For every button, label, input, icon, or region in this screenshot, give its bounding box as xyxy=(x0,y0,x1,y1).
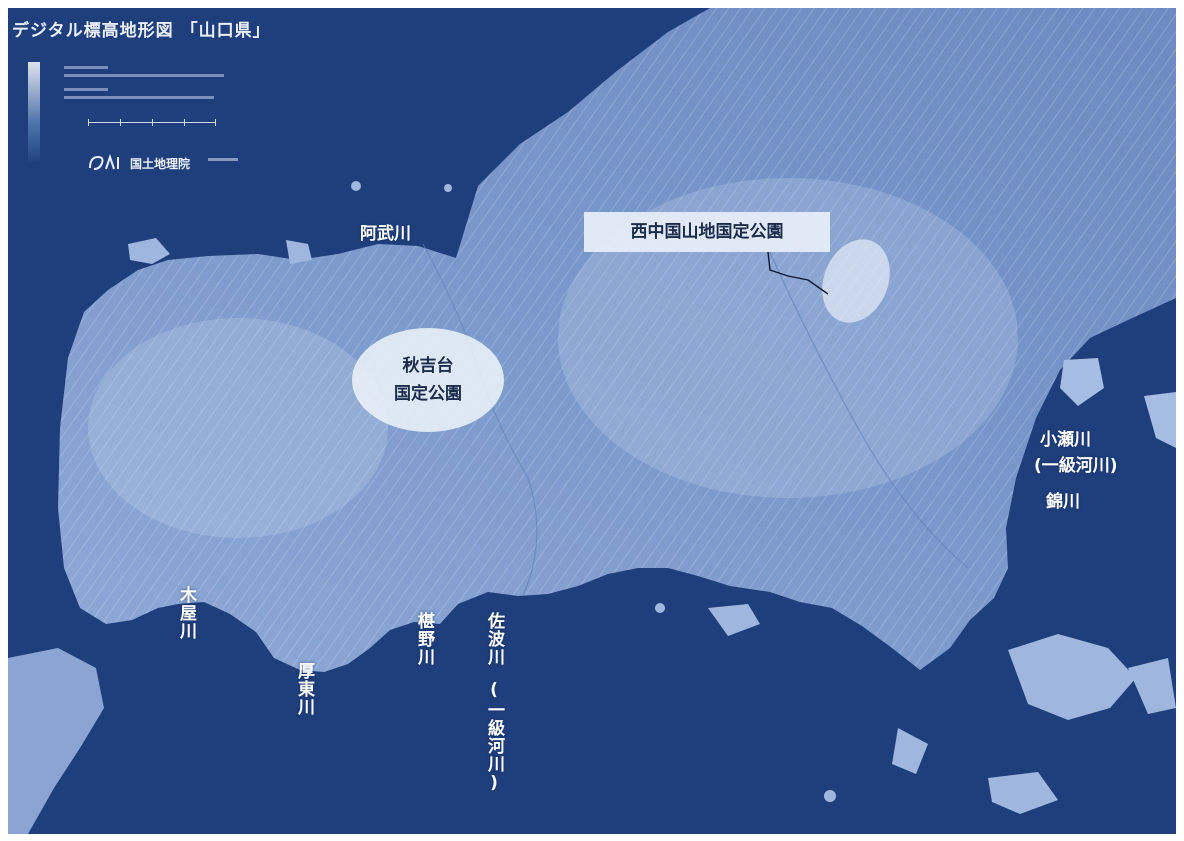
map-frame: デジタル標高地形図 「山口県」 国土地理院 阿武川 小瀬川 (一級河川) 錦川 … xyxy=(8,8,1176,834)
akiyoshidai-label-line2: 国定公園 xyxy=(394,384,462,404)
legend-line xyxy=(64,66,108,69)
label-koya-river: 木屋川 xyxy=(176,586,196,640)
legend-line xyxy=(64,88,108,91)
publisher-name: 国土地理院 xyxy=(130,157,191,171)
label-saba-river-note: (一級河川) xyxy=(484,680,504,794)
map-title: デジタル標高地形図 「山口県」 xyxy=(12,21,271,41)
label-saba-river: 佐波川 xyxy=(484,612,504,666)
label-nishiki-river: 錦川 xyxy=(1046,492,1080,512)
terrain-map xyxy=(8,8,1176,834)
label-asa-river: 厚東川 xyxy=(294,662,314,716)
akiyoshidai-park-marker xyxy=(352,328,504,432)
nishi-chugoku-park-label: 西中国山地国定公園 xyxy=(630,222,784,242)
legend-line xyxy=(64,96,214,99)
label-abu-river: 阿武川 xyxy=(360,224,411,244)
gsi-logo-icon xyxy=(89,154,119,170)
label-fushino-river: 椹野川 xyxy=(414,612,434,666)
legend-line xyxy=(64,74,224,77)
legend-line xyxy=(208,158,238,161)
scale-bar xyxy=(88,119,216,126)
nishi-chugoku-park-callout: 西中国山地国定公園 xyxy=(584,212,830,252)
legend: 国土地理院 xyxy=(12,52,252,172)
kyushu-coast xyxy=(8,648,104,834)
label-oze-river-note: (一級河川) xyxy=(1034,456,1118,476)
callout-leader-line xyxy=(767,251,829,295)
akiyoshidai-label-line1: 秋吉台 xyxy=(402,356,454,376)
elevation-color-bar xyxy=(28,62,40,162)
label-oze-river: 小瀬川 xyxy=(1040,430,1091,450)
